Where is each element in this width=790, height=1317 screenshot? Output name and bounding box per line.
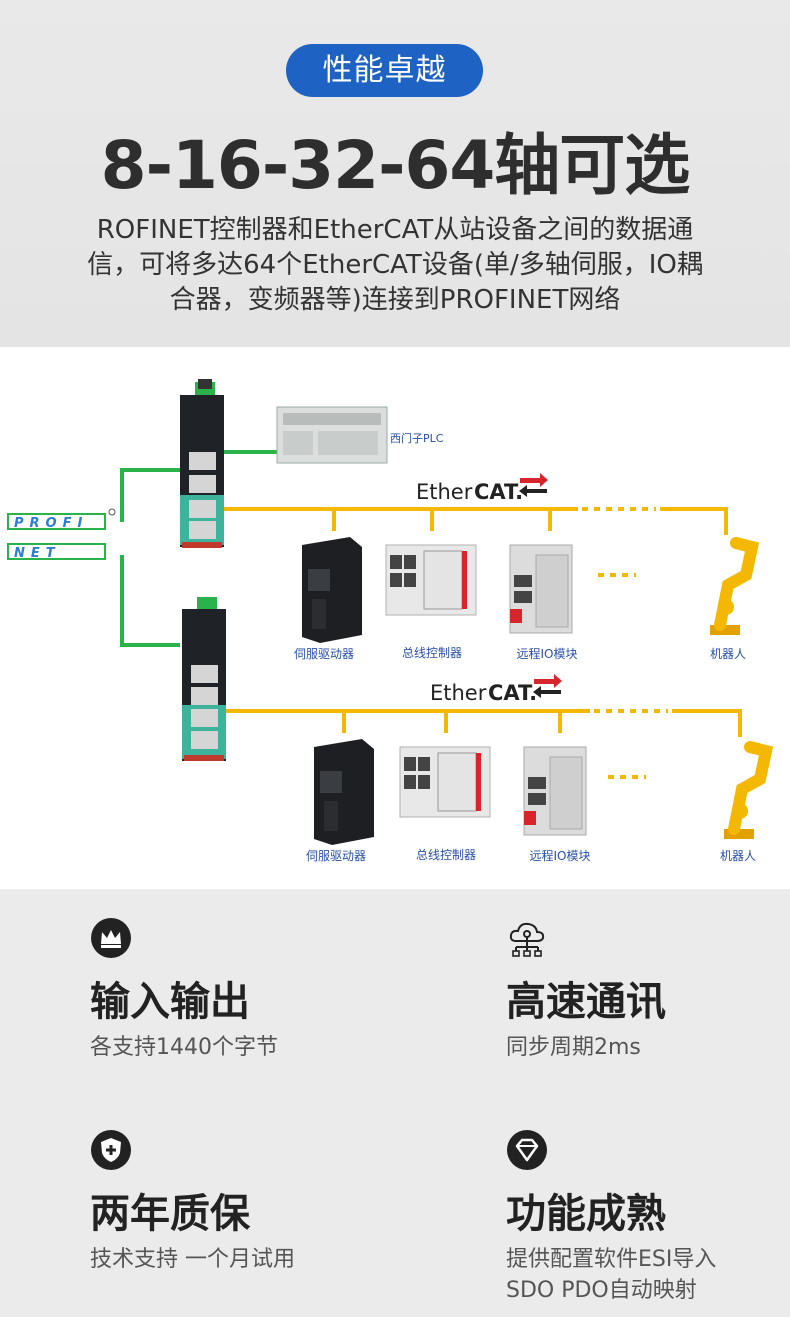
diamond-icon [507, 1130, 547, 1170]
bus-controller-2 [399, 746, 491, 818]
remote-io-1 [509, 544, 573, 634]
header-section: 性能卓越 8-16-32-64轴可选 ROFINET控制器和EtherCAT从站… [0, 0, 790, 347]
features-section: 输入输出 各支持1440个字节 高速通讯 同步周期2ms 两年质保 技术支持 一… [0, 889, 790, 1317]
bus-continuation [582, 507, 668, 779]
cloud-network-icon [509, 922, 545, 957]
profinet-logo: PROFI NET [7, 508, 116, 561]
profinet-text-top: PROFI [14, 516, 88, 531]
device-label: 机器人 [710, 647, 746, 661]
description: ROFINET控制器和EtherCAT从站设备之间的数据通 信，可将多达64个E… [30, 213, 760, 318]
profinet-text-bottom: NET [14, 546, 61, 561]
svg-text:Ether: Ether [416, 480, 473, 504]
feature-desc-line: SDO PDO自动映射 [506, 1278, 697, 1303]
feature-desc: 技术支持 一个月试用 [90, 1247, 295, 1272]
performance-badge: 性能卓越 [286, 44, 483, 97]
feature-desc: 同步周期2ms [506, 1035, 641, 1060]
plc-label: 西门子PLC [390, 431, 444, 445]
description-line: ROFINET控制器和EtherCAT从站设备之间的数据通 [96, 215, 694, 245]
page-title: 8-16-32-64轴可选 [100, 127, 691, 204]
feature-title: 功能成熟 [506, 1191, 666, 1237]
device-label: 远程IO模块 [530, 848, 591, 863]
svg-text:Ether: Ether [430, 681, 487, 705]
description-line: 信，可将多达64个EtherCAT设备(单/多轴伺服，IO耦 [87, 250, 703, 280]
topology-svg: 西门子PLC PROFI NET Ether CAT. Ether CAT. [7, 379, 774, 863]
ethercat-logo-2: Ether CAT. [430, 674, 562, 705]
device-label: 远程IO模块 [517, 646, 578, 661]
ethercat-logo-1: Ether CAT. [416, 473, 548, 504]
svg-text:CAT.: CAT. [488, 681, 537, 705]
shield-plus-icon [91, 1130, 131, 1170]
crown-icon [91, 918, 131, 958]
gateway-device-2 [182, 597, 226, 761]
feature-title: 高速通讯 [506, 979, 666, 1025]
device-label: 总线控制器 [402, 646, 462, 660]
servo-drive-1 [302, 537, 362, 643]
feature-desc-line: 提供配置软件ESI导入 [506, 1247, 717, 1272]
ethercat-bus [224, 507, 742, 737]
servo-drive-2 [314, 739, 374, 845]
network-diagram: 西门子PLC PROFI NET Ether CAT. Ether CAT. [0, 347, 790, 889]
feature-desc: 各支持1440个字节 [90, 1035, 278, 1060]
robot-2 [724, 741, 774, 839]
device-label: 机器人 [720, 849, 756, 863]
device-label: 总线控制器 [416, 848, 476, 862]
siemens-plc [276, 406, 388, 464]
remote-io-2 [523, 746, 587, 836]
robot-1 [710, 537, 760, 635]
gateway-device-1 [180, 379, 224, 548]
description-line: 合器，变频器等)连接到PROFINET网络 [169, 285, 621, 315]
device-label: 伺服驱动器 [306, 849, 366, 863]
device-label: 伺服驱动器 [294, 647, 354, 661]
feature-title: 输入输出 [90, 979, 250, 1025]
feature-title: 两年质保 [90, 1191, 250, 1237]
feature-desc: 提供配置软件ESI导入 SDO PDO自动映射 [506, 1244, 716, 1306]
svg-text:CAT.: CAT. [474, 480, 523, 504]
bus-controller-1 [385, 544, 477, 616]
